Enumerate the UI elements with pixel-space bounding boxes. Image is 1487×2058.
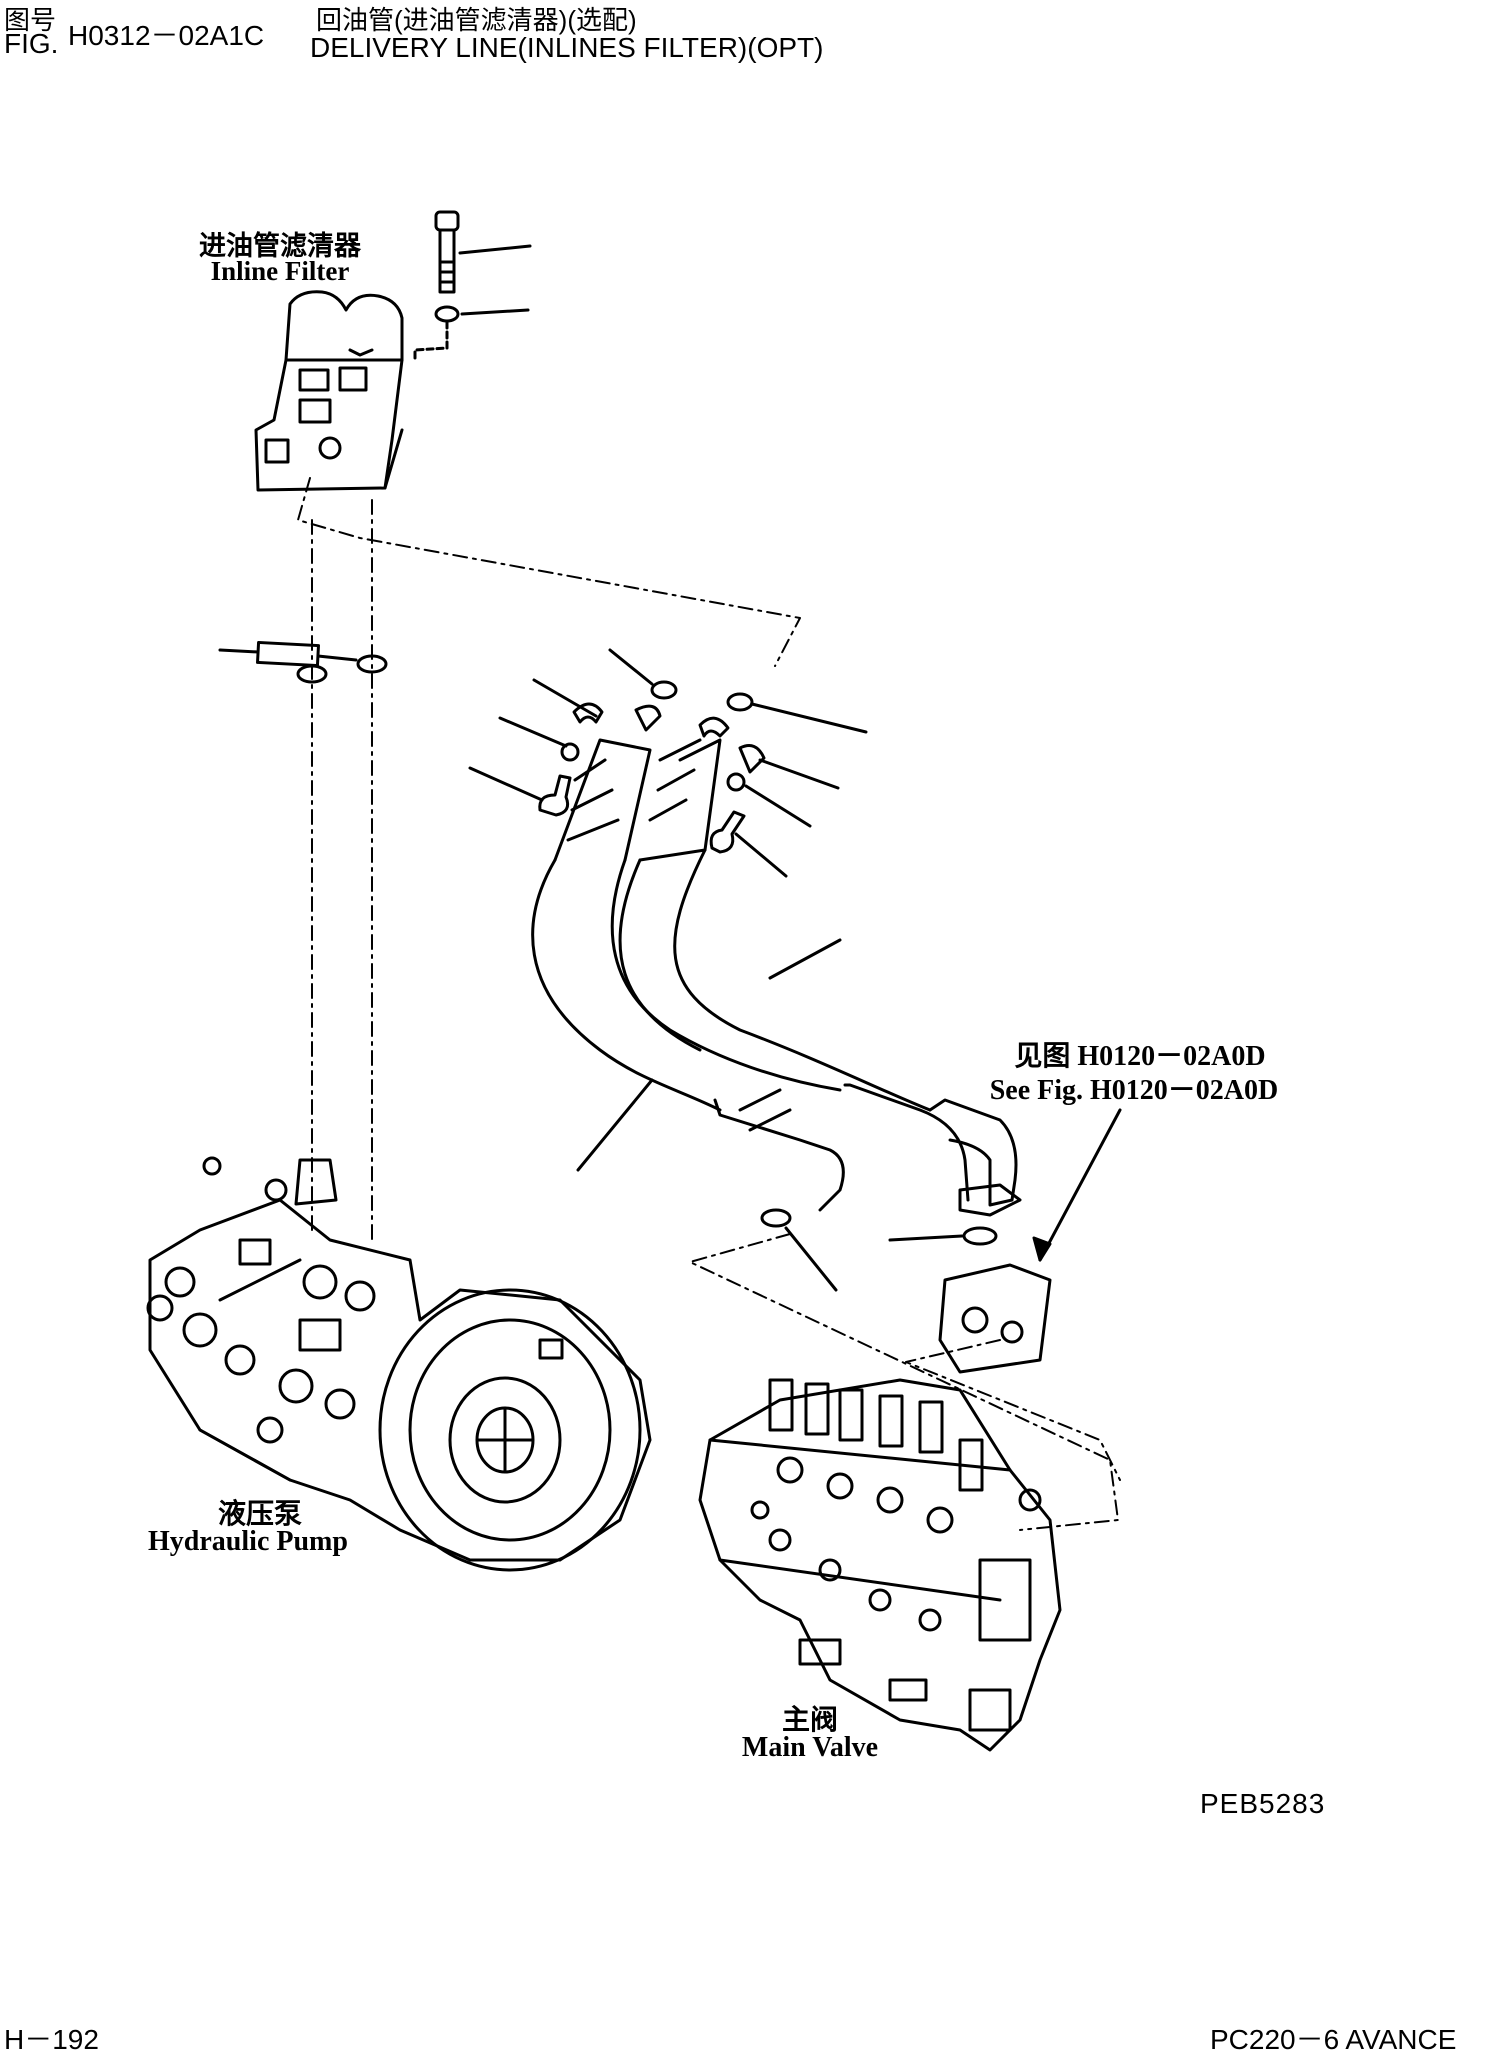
pump-label-cn: 液压泵 [217, 1499, 302, 1530]
inline-filter-body [254, 290, 404, 492]
title-en: DELIVERY LINE(INLINES FILTER)(OPT) [310, 32, 824, 63]
valve-label-cn: 主阀 [781, 1705, 838, 1736]
fig-label-cn: 图号 [4, 5, 57, 35]
model-name: PC220－6 AVANCE [1210, 2024, 1457, 2055]
see-fig-label-cn: 见图 H0120－02A0D [1014, 1041, 1266, 1072]
see-fig-label-en: See Fig. H0120－02A0D [989, 1075, 1279, 1106]
page-number: H－192 [4, 2024, 99, 2055]
hose-right [618, 738, 1022, 1217]
valve-label-en: Main Valve [741, 1732, 879, 1763]
hose-left [531, 738, 970, 1212]
drawing-code: PEB5283 [1200, 1788, 1326, 1819]
main-valve [698, 1378, 1062, 1752]
lower-fittings [689, 1108, 1122, 1531]
title-cn: 回油管(进油管滤清器)(选配) [316, 5, 637, 35]
filter-bolt [413, 210, 532, 362]
pump-fitting [218, 640, 388, 684]
inline-filter-label-en: Inline Filter [210, 256, 350, 286]
inline-filter-label-cn: 进油管滤清器 [199, 231, 361, 261]
clamps-upper [468, 648, 868, 1172]
fig-number: H0312－02A1C [68, 20, 265, 51]
pump-label-en: Hydraulic Pump [148, 1526, 348, 1557]
fig-label-en: FIG. [4, 28, 59, 59]
hydraulic-pump [146, 1156, 652, 1572]
